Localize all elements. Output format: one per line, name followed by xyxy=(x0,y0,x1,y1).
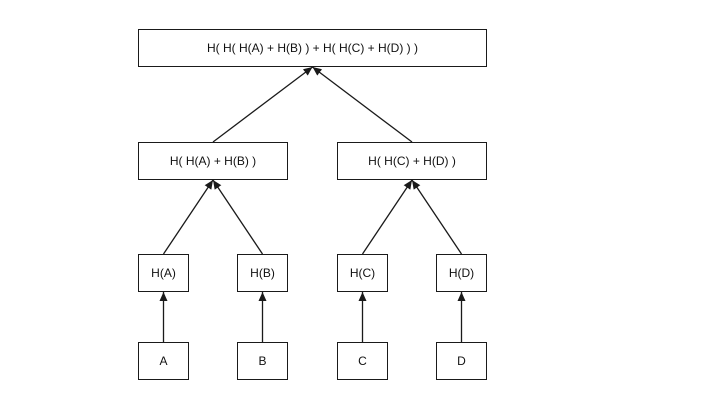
hash-c-label: H(C) xyxy=(349,266,376,280)
edge-hb-to-hab xyxy=(212,179,264,255)
hash-ab-node: H( H(A) + H(B) ) xyxy=(138,142,288,180)
hash-b-node: H(B) xyxy=(237,254,288,292)
data-b-label: B xyxy=(258,354,267,368)
edge-hab-to-root xyxy=(212,66,313,143)
hash-c-node: H(C) xyxy=(337,254,388,292)
data-c-label: C xyxy=(358,354,367,368)
data-d-node: D xyxy=(436,342,487,380)
hash-a-node: H(A) xyxy=(138,254,189,292)
data-a-node: A xyxy=(138,342,189,380)
root-hash-label: H( H( H(A) + H(B) ) + H( H(C) + H(D) ) ) xyxy=(207,41,418,55)
hash-a-label: H(A) xyxy=(151,266,176,280)
edge-hc-to-hcd xyxy=(361,179,413,255)
data-a-label: A xyxy=(159,354,168,368)
hash-d-node: H(D) xyxy=(436,254,487,292)
edge-ha-to-hab xyxy=(162,179,214,255)
hash-b-label: H(B) xyxy=(250,266,275,280)
data-c-node: C xyxy=(337,342,388,380)
edge-hd-to-hcd xyxy=(411,179,463,255)
hash-ab-label: H( H(A) + H(B) ) xyxy=(169,154,257,168)
data-b-node: B xyxy=(237,342,288,380)
data-d-label: D xyxy=(457,354,466,368)
hash-cd-node: H( H(C) + H(D) ) xyxy=(337,142,487,180)
hash-d-label: H(D) xyxy=(448,266,475,280)
root-hash-node: H( H( H(A) + H(B) ) + H( H(C) + H(D) ) ) xyxy=(138,29,487,67)
hash-cd-label: H( H(C) + H(D) ) xyxy=(368,154,456,168)
edge-hcd-to-root xyxy=(312,66,413,143)
